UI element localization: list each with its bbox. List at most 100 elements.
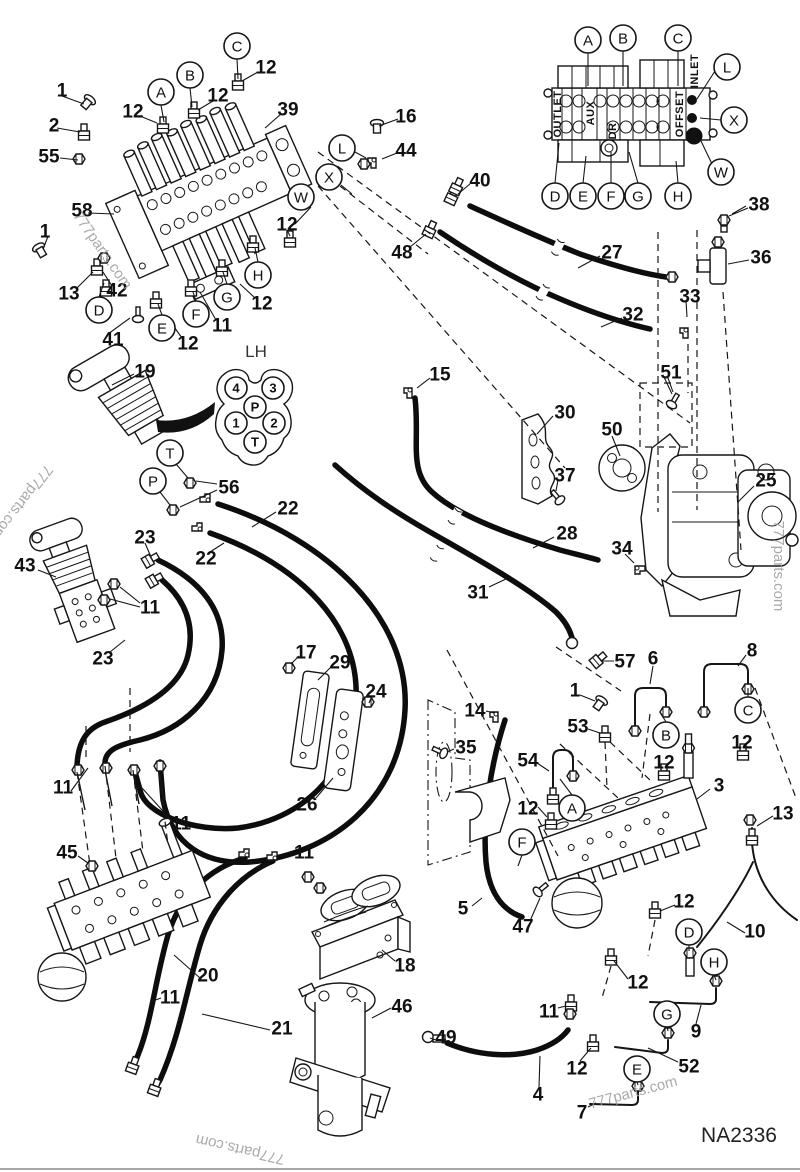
part-number-label: 11 xyxy=(539,1002,560,1023)
part-number-label: 31 xyxy=(467,583,489,604)
letter-callout-label: W xyxy=(714,164,729,181)
manifold-right xyxy=(534,733,708,929)
inlet-port-W xyxy=(685,127,703,145)
joystick-lh xyxy=(29,517,118,644)
part-number-label: 58 xyxy=(71,201,92,222)
tube-8 xyxy=(703,663,749,709)
port-label: P xyxy=(251,400,260,415)
letter-callout-label: W xyxy=(294,189,309,206)
watermark-text: 777parts.com xyxy=(194,1131,286,1168)
part-number-label: 33 xyxy=(679,287,700,308)
foot-valve xyxy=(289,982,391,1137)
part-number-label: 23 xyxy=(92,649,113,670)
part-number-label: 16 xyxy=(395,107,416,128)
letter-callout-circle xyxy=(623,1055,651,1083)
port-circle xyxy=(243,395,267,419)
inset-valve-top-view xyxy=(543,59,731,233)
letter-callout-label: H xyxy=(253,267,264,284)
letter-callout-circle xyxy=(624,182,652,210)
part-number-label: 12 xyxy=(731,733,752,754)
part-number-label: 11 xyxy=(53,778,74,799)
part-number-label: 56 xyxy=(218,478,239,499)
hose-28 xyxy=(412,395,601,563)
letter-callout-circle xyxy=(707,158,735,186)
part-number-label: 25 xyxy=(755,471,777,492)
letter-callout-circle xyxy=(734,696,762,724)
part-number-label: 12 xyxy=(276,215,297,236)
letter-callout-label: A xyxy=(567,800,577,817)
part-number-label: 14 xyxy=(464,701,486,722)
hose-31 xyxy=(332,462,575,641)
port-circle xyxy=(243,430,267,454)
letter-callout-circle xyxy=(569,182,597,210)
part-number-label: 41 xyxy=(102,330,124,351)
part-number-label: 26 xyxy=(296,795,317,816)
letter-callout-circle xyxy=(223,32,251,60)
letter-callout-label: D xyxy=(684,924,695,941)
hose-22-a xyxy=(157,501,408,866)
part-number-label: 4 xyxy=(533,1085,544,1106)
port-circle xyxy=(224,376,248,400)
letter-callout-circle xyxy=(315,163,343,191)
letter-callout-circle xyxy=(652,721,680,749)
letter-callout-label: G xyxy=(221,289,233,306)
letter-callout-label: L xyxy=(723,59,731,76)
drawing-code: NA2336 xyxy=(701,1124,777,1147)
dashed-box-51 xyxy=(639,382,693,448)
part-number-label: 12 xyxy=(177,334,198,355)
part-number-label: 30 xyxy=(554,403,575,424)
letter-callout-circle xyxy=(176,61,204,89)
letter-callout-label: C xyxy=(673,30,684,47)
part-number-label: 20 xyxy=(197,966,218,987)
inset-port-label: AUX xyxy=(585,100,597,125)
port-label: 1 xyxy=(232,416,239,431)
letter-callout-circle xyxy=(508,828,536,856)
part-number-label: 12 xyxy=(251,294,272,315)
letter-callout-circle xyxy=(328,134,356,162)
part-number-label: 50 xyxy=(601,420,622,441)
letter-callout-circle xyxy=(541,182,569,210)
leader-lines xyxy=(37,51,774,1108)
letter-callout-circle xyxy=(287,183,315,211)
letter-callout-label: H xyxy=(673,188,684,205)
part-number-label: 46 xyxy=(391,997,412,1018)
part-number-label: 43 xyxy=(14,556,35,577)
part-number-label: 54 xyxy=(517,751,539,772)
letter-callout-circle xyxy=(558,794,586,822)
letter-callout-label: E xyxy=(632,1061,642,1078)
hose-23-a xyxy=(102,557,225,765)
part-number-label: 40 xyxy=(469,171,490,192)
part-number-label: 51 xyxy=(660,363,682,384)
letter-callout-label: C xyxy=(743,702,754,719)
tube-6 xyxy=(634,687,667,728)
letter-callout-label: B xyxy=(618,30,628,47)
letter-callout-label: E xyxy=(578,188,588,205)
part-number-label: 6 xyxy=(648,649,659,670)
part-number-label: 34 xyxy=(611,539,633,560)
part-number-label: 18 xyxy=(394,956,415,977)
part-number-label: 12 xyxy=(673,892,694,913)
part-number-label: 9 xyxy=(691,1022,702,1043)
pedal-valve-pod xyxy=(311,874,411,981)
part-number-label: 17 xyxy=(295,643,316,664)
part-number-label: 12 xyxy=(517,799,538,820)
letter-callout-label: E xyxy=(157,320,167,337)
tee-fitting-36 xyxy=(697,236,727,285)
part-number-label: 27 xyxy=(601,243,622,264)
letter-callout-label: G xyxy=(661,1006,673,1023)
part-number-label: 55 xyxy=(38,147,60,168)
letter-callout-circle xyxy=(156,439,184,467)
hose-23-b xyxy=(74,577,193,769)
direction-arrow xyxy=(156,402,215,433)
letter-callout-label: A xyxy=(583,32,593,49)
tube-9 xyxy=(649,987,717,1006)
letter-callout-circle xyxy=(653,1000,681,1028)
part-number-label: 11 xyxy=(171,814,192,835)
part-number-label: 48 xyxy=(391,243,412,264)
letter-callout-circle xyxy=(182,300,210,328)
letter-callout-label: X xyxy=(729,112,739,129)
